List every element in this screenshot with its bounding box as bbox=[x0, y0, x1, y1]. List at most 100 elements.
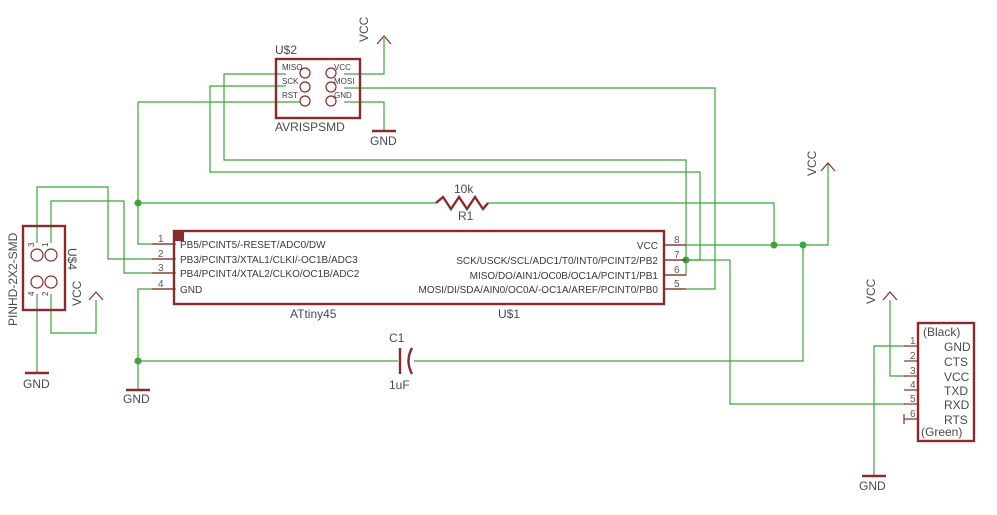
net-u2-gnd bbox=[344, 101, 385, 130]
svg-text:3: 3 bbox=[910, 366, 916, 377]
svg-text:GND: GND bbox=[334, 91, 352, 100]
junctions bbox=[134, 199, 807, 365]
r1-value: 10k bbox=[454, 182, 474, 196]
net-gnd-cap bbox=[137, 360, 398, 390]
net-sck bbox=[209, 85, 701, 261]
svg-text:3: 3 bbox=[158, 263, 164, 274]
svg-text:PB3/PCINT3/XTAL1/CLKI/-OC1B/AD: PB3/PCINT3/XTAL1/CLKI/-OC1B/ADC3 bbox=[180, 255, 358, 266]
vcc-symbol: VCC bbox=[70, 280, 104, 306]
net-ftdi-rx bbox=[686, 259, 906, 405]
svg-text:VCC: VCC bbox=[637, 241, 658, 252]
avrisp-body bbox=[274, 57, 362, 120]
svg-text:6: 6 bbox=[910, 409, 916, 420]
net-u4-pin2 bbox=[50, 294, 97, 334]
ftdi-body bbox=[916, 321, 976, 443]
svg-text:VCC: VCC bbox=[334, 63, 351, 72]
vcc-symbol: VCC bbox=[805, 150, 836, 176]
svg-text:SCK/USCK/SCL/ADC1/T0/INT0/PCIN: SCK/USCK/SCL/ADC1/T0/INT0/PCINT2/PB2 bbox=[456, 256, 658, 267]
svg-text:VCC: VCC bbox=[357, 16, 371, 42]
svg-text:MISO: MISO bbox=[282, 63, 302, 72]
svg-text:SCK: SCK bbox=[282, 77, 299, 86]
net-u4-pin3 bbox=[36, 186, 176, 260]
junction bbox=[134, 199, 142, 207]
net-ftdi-vcc bbox=[889, 300, 906, 377]
svg-text:GND: GND bbox=[370, 134, 397, 148]
resistor-r1: 10k R1 bbox=[435, 182, 489, 223]
net-ftdi-gnd bbox=[873, 345, 906, 475]
pin1-marker bbox=[174, 231, 184, 241]
svg-text:6: 6 bbox=[674, 265, 680, 276]
r1-ref: R1 bbox=[458, 209, 474, 223]
avrisp-header: U$2 AVRISPSMD MISO SCK RST VCC MOSI GND bbox=[274, 43, 362, 134]
svg-text:5: 5 bbox=[910, 394, 916, 405]
svg-text:VCC: VCC bbox=[805, 150, 819, 176]
svg-text:4: 4 bbox=[158, 279, 164, 290]
net-u1-gnd bbox=[137, 288, 176, 361]
vcc-symbol: VCC bbox=[357, 16, 392, 45]
avrisp-value: AVRISPSMD bbox=[275, 120, 345, 134]
svg-text:PB4/PCINT4/XTAL2/CLKO/OC1B/ADC: PB4/PCINT4/XTAL2/CLKO/OC1B/ADC2 bbox=[180, 269, 360, 280]
pinhd-ref: U$4 bbox=[65, 248, 79, 270]
gnd-symbol: GND bbox=[123, 388, 150, 406]
svg-text:8: 8 bbox=[674, 235, 680, 246]
svg-text:1: 1 bbox=[41, 242, 50, 247]
resistor-zigzag bbox=[435, 194, 489, 212]
svg-text:MOSI/DI/SDA/AIN0/OC0A/-OC1A/AR: MOSI/DI/SDA/AIN0/OC0A/-OC1A/AREF/PCINT0/… bbox=[418, 285, 658, 296]
svg-text:GND: GND bbox=[859, 479, 886, 493]
svg-text:3: 3 bbox=[27, 242, 36, 247]
svg-text:VCC: VCC bbox=[70, 280, 84, 306]
svg-text:7: 7 bbox=[674, 250, 680, 261]
svg-text:GND: GND bbox=[944, 340, 971, 354]
c1-ref: C1 bbox=[389, 331, 405, 345]
net-vcc-cap bbox=[414, 245, 804, 362]
ftdi-header: (Black) (Green) 1 2 3 4 5 6 GND CTS VCC … bbox=[903, 321, 976, 443]
svg-text:2: 2 bbox=[158, 249, 164, 260]
svg-text:(Green): (Green) bbox=[921, 425, 962, 439]
svg-text:TXD: TXD bbox=[944, 384, 968, 398]
capacitor-c1: C1 1uF bbox=[389, 331, 414, 392]
avrisp-ref: U$2 bbox=[275, 43, 297, 57]
svg-text:RTS: RTS bbox=[944, 413, 968, 427]
svg-text:RXD: RXD bbox=[944, 398, 970, 412]
gnd-symbol: GND bbox=[370, 129, 397, 148]
svg-text:VCC: VCC bbox=[944, 370, 970, 384]
gnd-symbol: GND bbox=[23, 371, 50, 391]
svg-text:MOSI: MOSI bbox=[334, 77, 354, 86]
svg-text:5: 5 bbox=[674, 279, 680, 290]
pin-header-2x2: 3 1 4 2 U$4 PINHD-2X2-SMD bbox=[6, 224, 79, 326]
c1-value: 1uF bbox=[389, 378, 410, 392]
cap-plate-right bbox=[407, 347, 414, 375]
net-u2-vcc bbox=[344, 38, 385, 75]
attiny-ref: U$1 bbox=[498, 307, 520, 321]
attiny45-chip: 1 2 3 4 PB5/PCINT5/-RESET/ADC0/DW PB3/PC… bbox=[152, 229, 686, 321]
svg-text:RST: RST bbox=[282, 91, 298, 100]
svg-text:GND: GND bbox=[23, 377, 50, 391]
svg-text:CTS: CTS bbox=[944, 355, 968, 369]
net-mosi bbox=[344, 87, 716, 290]
svg-text:PB5/PCINT5/-RESET/ADC0/DW: PB5/PCINT5/-RESET/ADC0/DW bbox=[180, 240, 326, 251]
net-u4-pin1 bbox=[50, 200, 176, 274]
svg-text:GND: GND bbox=[123, 392, 150, 406]
junction bbox=[799, 241, 807, 249]
attiny-value: ATtiny45 bbox=[290, 307, 337, 321]
svg-text:(Black): (Black) bbox=[923, 325, 960, 339]
svg-text:GND: GND bbox=[180, 285, 202, 296]
pinhd-value: PINHD-2X2-SMD bbox=[6, 232, 20, 326]
svg-text:2: 2 bbox=[41, 291, 50, 296]
svg-text:MISO/DO/AIN1/OC0B/OC1A/PCINT1/: MISO/DO/AIN1/OC0B/OC1A/PCINT1/PB1 bbox=[470, 271, 659, 282]
svg-text:VCC: VCC bbox=[864, 278, 878, 304]
svg-text:1: 1 bbox=[158, 234, 164, 245]
net-r1-right bbox=[488, 202, 775, 245]
attiny-body bbox=[172, 229, 666, 306]
svg-text:4: 4 bbox=[27, 291, 36, 296]
net-vcc-rail bbox=[664, 164, 829, 246]
svg-text:4: 4 bbox=[910, 380, 916, 391]
svg-text:1: 1 bbox=[910, 336, 916, 347]
gnd-symbol: GND bbox=[859, 474, 886, 493]
pinhd-body bbox=[21, 224, 67, 312]
junction bbox=[134, 357, 142, 365]
svg-text:2: 2 bbox=[910, 351, 916, 362]
vcc-symbol: VCC bbox=[864, 278, 898, 304]
junction bbox=[770, 241, 778, 249]
